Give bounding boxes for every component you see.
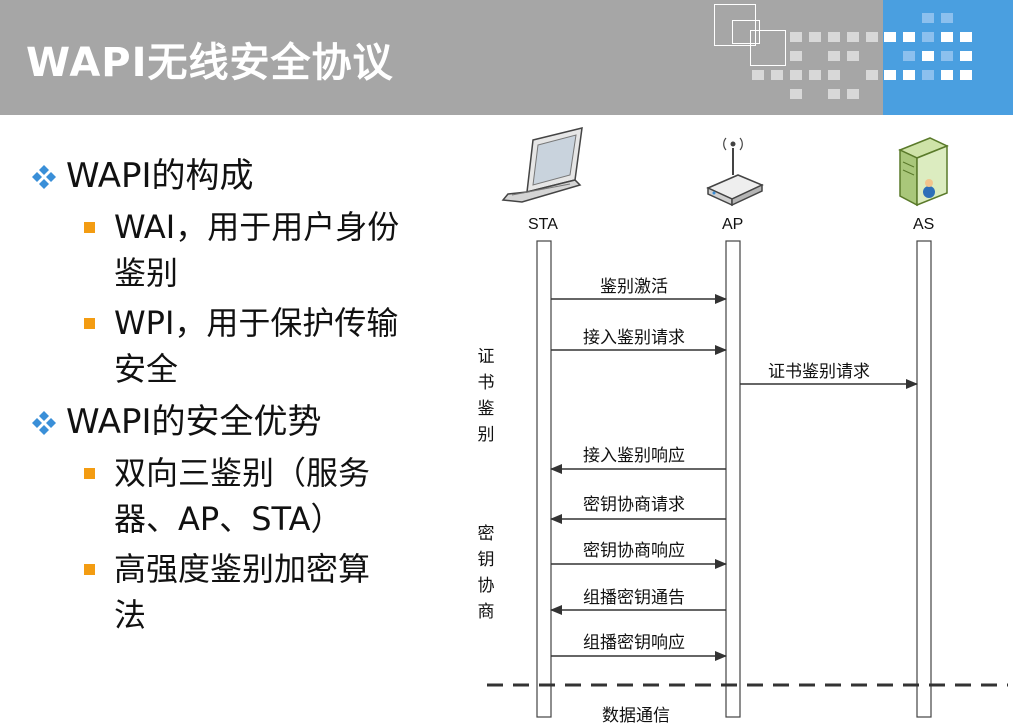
decor-tile (790, 89, 802, 99)
square-bullet-icon (84, 222, 95, 233)
bullet-text: WAPI的构成 (66, 156, 254, 196)
server-icon (898, 137, 949, 207)
decor-tile (941, 13, 953, 23)
message-label: 密钥协商响应 (583, 541, 685, 561)
decor-tile (941, 51, 953, 61)
decor-tile (847, 89, 859, 99)
bullet-text: 高强度鉴别加密算 (114, 550, 371, 588)
message-label: 组播密钥响应 (583, 633, 685, 653)
lifeline-sta (536, 240, 552, 718)
phase-char: 证 (477, 347, 495, 367)
phase-char: 协 (477, 576, 495, 596)
decor-outline-square (714, 4, 756, 46)
bullet-text: 鉴别 (114, 254, 179, 292)
lifeline-ap (725, 240, 741, 718)
slide-title: WAPI无线安全协议 (26, 40, 394, 86)
entity-label-sta: STA (528, 216, 558, 233)
decor-outline-square (732, 20, 760, 44)
decor-tile (790, 32, 802, 42)
message-label: 密钥协商请求 (583, 495, 685, 515)
decor-tile (828, 32, 840, 42)
decor-tile (790, 70, 802, 80)
phase-char: 别 (477, 425, 495, 445)
message-label: 组播密钥通告 (583, 588, 685, 608)
decor-tile (922, 70, 934, 80)
lifeline-as (916, 240, 932, 718)
decor-tile (903, 32, 915, 42)
phase-char: 商 (477, 602, 495, 622)
laptop-icon (501, 127, 583, 203)
bullet-text: WAI，用于用户身份 (114, 208, 400, 246)
decor-tile (960, 32, 972, 42)
decor-tile (884, 32, 896, 42)
diamond-bullet-icon (32, 411, 56, 435)
decor-tile (960, 51, 972, 61)
bullet-text: 双向三鉴别（服务 (114, 454, 371, 492)
bullet-level1: WAPI的安全优势 (30, 396, 470, 448)
decor-tile (866, 32, 878, 42)
decor-tile (903, 51, 915, 61)
bullet-list: WAPI的构成 WAI，用于用户身份 鉴别 WPI，用于保护传输 安全 WAPI… (30, 150, 470, 642)
decor-tile (771, 70, 783, 80)
decor-tile (922, 32, 934, 42)
phase-char: 鉴 (477, 399, 495, 419)
decor-tile (903, 70, 915, 80)
bullet-text: 器、AP、STA） (114, 500, 343, 538)
header-bar: WAPI无线安全协议 (0, 0, 1013, 115)
bullet-level2: 双向三鉴别（服务 器、AP、STA） (30, 450, 470, 542)
router-icon (706, 137, 764, 207)
phase-char: 密 (477, 524, 495, 544)
decor-tile (941, 32, 953, 42)
message-label: 证书鉴别请求 (768, 362, 870, 382)
bullet-text: WPI，用于保护传输 (114, 304, 399, 342)
phase-label-key-negotiation: 密 钥 协 商 (476, 521, 496, 625)
message-label: 接入鉴别响应 (583, 446, 685, 466)
data-communication-label: 数据通信 (602, 706, 670, 726)
bullet-level2: WPI，用于保护传输 安全 (30, 300, 470, 392)
decor-tile (922, 13, 934, 23)
message-label: 鉴别激活 (600, 277, 668, 297)
decor-tile (922, 51, 934, 61)
bullet-text: WAPI的安全优势 (66, 402, 322, 442)
bullet-level1: WAPI的构成 (30, 150, 470, 202)
decor-tile (847, 51, 859, 61)
decor-tile (884, 70, 896, 80)
decor-tile (809, 70, 821, 80)
square-bullet-icon (84, 318, 95, 329)
bullet-level2: 高强度鉴别加密算 法 (30, 546, 470, 638)
phase-char: 书 (477, 373, 495, 393)
decor-tile (941, 70, 953, 80)
bullet-text: 安全 (114, 350, 179, 388)
diamond-bullet-icon (32, 165, 56, 189)
decor-tile (847, 32, 859, 42)
entity-label-as: AS (913, 216, 935, 233)
phase-char: 钥 (477, 550, 495, 570)
square-bullet-icon (84, 564, 95, 575)
message-label: 接入鉴别请求 (583, 328, 685, 348)
decor-tile (960, 70, 972, 80)
decor-tile (828, 70, 840, 80)
entity-label-ap: AP (722, 216, 744, 233)
decor-tile (866, 70, 878, 80)
bullet-level2: WAI，用于用户身份 鉴别 (30, 204, 470, 296)
square-bullet-icon (84, 468, 95, 479)
decor-outline-square (750, 30, 786, 66)
decor-tile (828, 89, 840, 99)
bullet-text: 法 (114, 596, 147, 634)
decor-tile (828, 51, 840, 61)
phase-label-certificate: 证 书 鉴 别 (476, 344, 496, 448)
decor-tile (790, 51, 802, 61)
decor-tile (809, 32, 821, 42)
decor-tile (752, 70, 764, 80)
